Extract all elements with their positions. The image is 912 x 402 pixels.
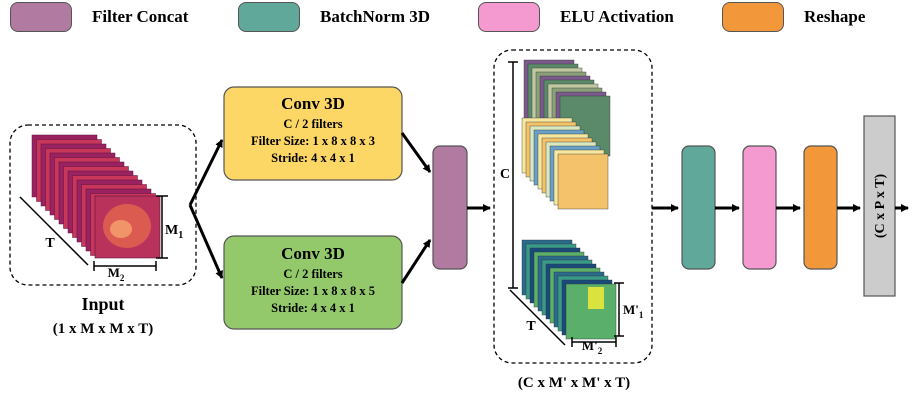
legend-swatch-batchnorm [238,2,300,32]
legend-swatch-filter-concat [10,2,72,32]
conv3d-top-stride: Stride: 4 x 4 x 1 [271,151,355,165]
legend-label-filter-concat: Filter Concat [92,7,189,26]
conv3d-bottom-filter-size: Filter Size: 1 x 8 x 8 x 5 [251,284,375,298]
filter-concat-block [432,145,468,270]
arrow-input-to-conv-top [188,139,224,206]
feature-map-middle [557,153,609,210]
legend-elu: ELU Activation [478,0,674,34]
legend-swatch-elu [478,2,540,32]
conv3d-top-title: Conv 3D [281,94,345,113]
output-block [863,115,896,297]
input-frame-stack [31,134,161,259]
arrow-conv-bottom-to-concat [400,239,432,284]
legend-reshape: Reshape [722,0,865,34]
arrow-conv-top-to-concat [400,132,432,173]
arrow-input-to-conv-bottom [188,204,224,279]
feature-map-stacks [521,59,617,340]
features-dim-c: C [500,167,510,182]
input-title: Input [81,294,124,314]
features-dim-t: T [526,319,536,334]
conv3d-top-filters: C / 2 filters [283,117,342,131]
input-frame [9,124,197,286]
conv3d-bottom-title: Conv 3D [281,244,345,263]
legend-label-reshape: Reshape [804,7,866,26]
elu-block [742,145,777,270]
conv3d-top-filter-size: Filter Size: 1 x 8 x 8 x 3 [251,134,375,148]
features-dim-m2: M'2 [582,338,603,356]
input-dim-m2: M2 [108,265,125,283]
features-shape: (C x M' x M' x T) [518,375,630,391]
input-dim-t: T [45,236,55,251]
legend-label-elu: ELU Activation [560,7,674,26]
input-front-frame-core [110,220,132,238]
features-dim-m1: M'1 [623,302,644,320]
legend-batchnorm: BatchNorm 3D [238,0,430,34]
reshape-block [803,145,838,270]
input-t-dimension-line [19,196,89,266]
legend-swatch-reshape [722,2,784,32]
features-t-dimension-line [509,289,566,346]
feature-map-bottom-highlight [588,287,604,309]
legend-label-batchnorm: BatchNorm 3D [320,7,431,26]
input-shape: (1 x M x M x T) [53,321,154,337]
conv3d-bottom-filters: C / 2 filters [283,267,342,281]
output-shape: (C x P x T) [873,174,888,239]
legend-filter-concat: Filter Concat [10,0,188,34]
input-dim-m1: M1 [165,223,183,241]
batchnorm-block [681,145,716,270]
conv3d-bottom-stride: Stride: 4 x 4 x 1 [271,301,355,315]
